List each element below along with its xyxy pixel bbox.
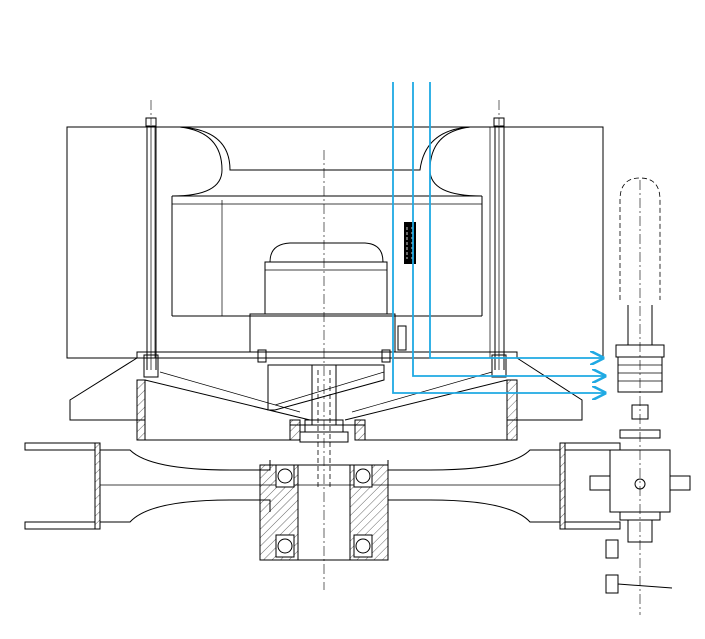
base-flange [69, 349, 583, 441]
flow-paths [392, 82, 605, 393]
flow-arrow-1 [429, 82, 603, 358]
label-plate [404, 222, 416, 264]
shaft [299, 364, 349, 490]
valve-assembly [589, 177, 691, 615]
motor [249, 242, 407, 353]
pulley [24, 442, 621, 561]
flow-arrow-2 [412, 82, 605, 376]
flow-arrow-3 [392, 82, 605, 393]
left-bolt [143, 100, 159, 378]
right-bolt [491, 100, 507, 378]
